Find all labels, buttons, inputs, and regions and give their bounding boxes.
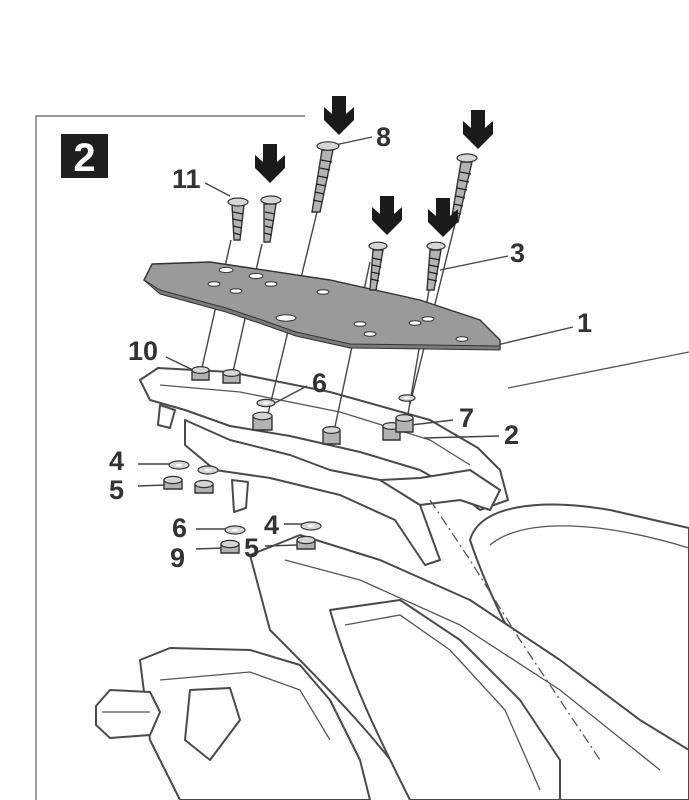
tail-section	[139, 647, 371, 800]
nut-5-left-b	[194, 479, 214, 494]
callout-4-lower: 4	[264, 510, 279, 540]
indicator	[95, 689, 161, 739]
arrow-down-icon	[372, 196, 402, 235]
fairing-recess	[329, 599, 561, 800]
nut-5-lower	[296, 535, 316, 550]
bolt-11b	[260, 195, 282, 243]
callout-labels: 11 8 3 1 10 6 7 2 4 5 6 4 9 5	[109, 122, 592, 573]
callout-6-top: 6	[312, 368, 327, 398]
callout-5-left: 5	[109, 475, 124, 505]
nut-9	[220, 539, 240, 554]
callout-5-lower: 5	[244, 533, 259, 563]
bolt-center	[368, 241, 388, 291]
diagram-frame	[35, 115, 305, 800]
step-badge: 2	[61, 134, 108, 180]
bolt-3	[450, 153, 478, 223]
bolt-11a	[227, 197, 249, 241]
callout-3: 3	[510, 238, 525, 268]
insert-arrows	[255, 96, 493, 237]
step-number: 2	[73, 136, 95, 180]
callout-2: 2	[504, 420, 519, 450]
bolts	[227, 141, 478, 291]
callout-6-lower: 6	[172, 513, 187, 543]
spacer-10a	[191, 366, 210, 381]
callout-10: 10	[128, 336, 158, 366]
bolt-right-short	[426, 241, 446, 291]
arrow-down-icon	[324, 96, 354, 135]
spacer-7	[395, 414, 414, 433]
hardware	[163, 366, 416, 554]
spacer-10b	[222, 369, 241, 384]
callout-4-left: 4	[109, 446, 124, 476]
bolt-8	[311, 141, 340, 213]
spacer-a	[252, 411, 273, 431]
base-plate	[143, 261, 501, 351]
callout-8: 8	[376, 122, 391, 152]
arrow-down-icon	[428, 198, 458, 237]
arrow-down-icon	[255, 144, 285, 183]
spacer-b	[322, 426, 341, 445]
callout-9: 9	[170, 543, 185, 573]
nut-5-left-a	[163, 475, 183, 490]
callout-1: 1	[577, 308, 592, 338]
arrow-down-icon	[463, 110, 493, 149]
callout-7: 7	[459, 403, 474, 433]
callout-11: 11	[172, 164, 201, 194]
motorcycle-rear	[95, 351, 689, 800]
